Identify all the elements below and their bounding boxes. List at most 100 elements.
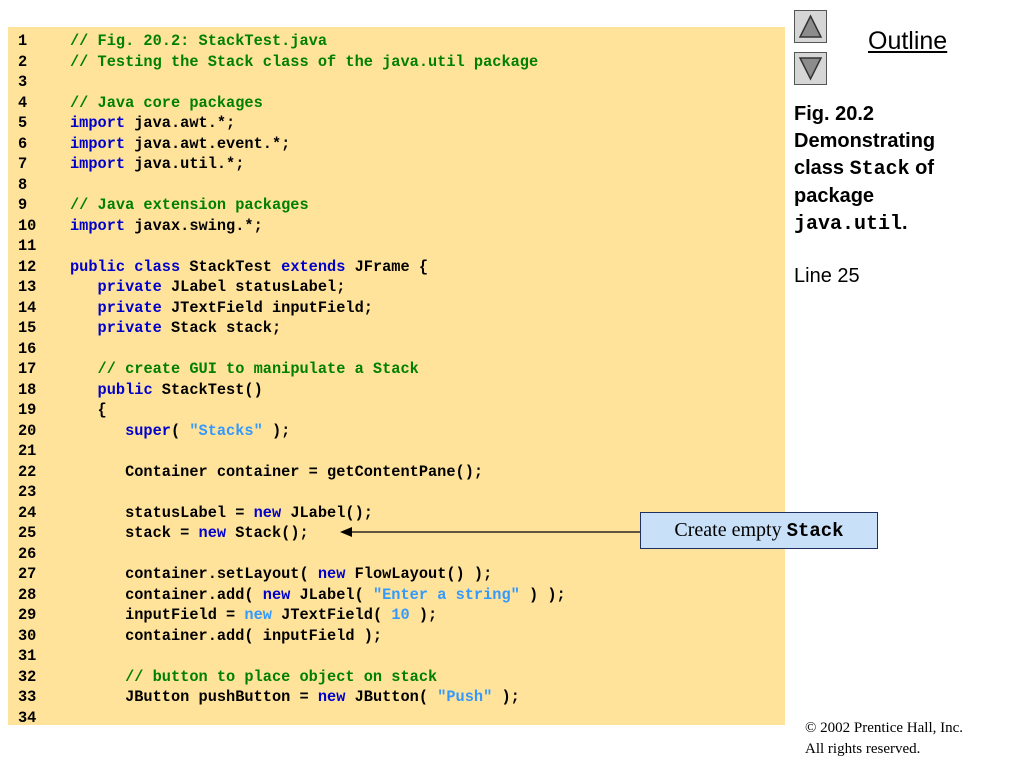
code-text: JButton pushButton = new JButton( "Push"… (70, 687, 520, 707)
line-number: 26 (18, 544, 37, 563)
line-number: 17 (18, 360, 37, 378)
code-text: private JTextField inputField; (70, 298, 373, 318)
callout-box: Create empty Stack (640, 512, 878, 549)
code-token (70, 360, 98, 378)
code-token: private (97, 298, 162, 317)
code-token: // create GUI to manipulate a Stack (97, 360, 419, 378)
caption-fig-number: Fig. 20.2 (794, 103, 875, 125)
line-number: 9 (18, 196, 28, 214)
code-line: 13 private JLabel statusLabel; (8, 277, 785, 297)
code-token: statusLabel = (70, 503, 254, 522)
caption-text: class (794, 157, 850, 179)
line-number: 27 (18, 565, 37, 583)
code-line: 1 // Fig. 20.2: StackTest.java (8, 31, 785, 51)
code-token: ( (170, 421, 190, 440)
code-line: 29 inputField = new JTextField( 10 ); (8, 605, 785, 625)
code-token: container.add( (70, 585, 263, 604)
code-token: import (70, 114, 126, 132)
line-number: 1 (18, 32, 28, 50)
code-token: stack = (70, 524, 199, 542)
code-token: 10 (391, 606, 410, 624)
code-token: Container container = getContentPane(); (70, 462, 484, 481)
code-token (70, 319, 98, 337)
code-text: // Java core packages (70, 93, 263, 113)
code-text: statusLabel = new JLabel(); (70, 503, 373, 523)
code-token: inputField = (70, 606, 245, 624)
caption-code: java.util (794, 213, 903, 236)
code-token: private (97, 319, 162, 337)
code-token: JTextField( (271, 606, 392, 624)
code-token: ); (492, 688, 520, 706)
code-line: 30 container.add( inputField ); (8, 626, 785, 646)
code-text: private JLabel statusLabel; (70, 277, 346, 297)
code-line: 27 container.setLayout( new FlowLayout()… (8, 564, 785, 584)
code-text: container.setLayout( new FlowLayout() ); (70, 564, 492, 584)
code-line: 24 statusLabel = new JLabel(); (8, 503, 785, 523)
code-token: java.util.*; (125, 155, 245, 173)
code-line: 8 (8, 175, 785, 195)
code-token: public class (70, 257, 181, 276)
code-line: 7 import java.util.*; (8, 154, 785, 174)
code-token: // Java core packages (70, 93, 263, 112)
previous-slide-button[interactable] (794, 10, 827, 43)
code-line: 22 Container container = getContentPane(… (8, 462, 785, 482)
line-number: 25 (18, 524, 37, 542)
line-number: 14 (18, 298, 37, 317)
code-token: JLabel statusLabel; (161, 278, 346, 296)
line-number: 2 (18, 52, 28, 71)
code-token: FlowLayout() ); (345, 565, 493, 583)
code-text: container.add( inputField ); (70, 626, 382, 646)
code-line: 28 container.add( new JLabel( "Enter a s… (8, 585, 785, 605)
code-token: // button to place object on stack (125, 667, 438, 686)
code-line: 17 // create GUI to manipulate a Stack (8, 359, 785, 379)
caption-text: . (902, 212, 908, 234)
triangle-up-icon (798, 14, 823, 38)
code-token: new (317, 688, 346, 706)
line-number: 33 (18, 688, 37, 706)
code-token: javax.swing.*; (125, 216, 263, 235)
code-line: 16 (8, 339, 785, 359)
code-text: // Java extension packages (70, 195, 309, 215)
code-line: 14 private JTextField inputField; (8, 298, 785, 318)
code-token: StackTest (180, 257, 282, 276)
rights-text: All rights reserved. (805, 741, 921, 757)
code-token: Stack(); (226, 524, 309, 542)
code-token: import (70, 134, 126, 153)
code-token: JButton( (345, 688, 438, 706)
code-token (70, 422, 125, 440)
line-number: 10 (18, 216, 37, 235)
code-token (70, 381, 98, 399)
code-token: "Stacks" (189, 421, 263, 440)
code-line: 6 import java.awt.event.*; (8, 134, 785, 154)
callout-arrow (340, 527, 640, 537)
code-line: 31 (8, 646, 785, 666)
code-token: JTextField inputField; (161, 298, 373, 317)
next-slide-button[interactable] (794, 52, 827, 85)
code-token (70, 278, 98, 296)
code-text: import java.util.*; (70, 154, 244, 174)
code-line: 18 public StackTest() (8, 380, 785, 400)
code-text: { (70, 400, 107, 420)
code-line: 11 (8, 236, 785, 256)
line-number: 20 (18, 421, 37, 440)
triangle-down-icon (798, 57, 823, 81)
code-token: import (70, 155, 126, 173)
line-number: 8 (18, 175, 28, 194)
code-token: container.add( inputField ); (70, 626, 383, 645)
callout-code: Stack (786, 520, 844, 542)
caption-code: Stack (849, 158, 910, 181)
code-token: "Push" (437, 688, 493, 706)
code-line: 20 super( "Stacks" ); (8, 421, 785, 441)
outline-link[interactable]: Outline (868, 27, 948, 55)
code-token: java.awt.event.*; (125, 134, 291, 153)
code-token: // Java extension packages (70, 196, 309, 214)
code-token: JLabel( (290, 585, 373, 604)
line-number: 7 (18, 155, 28, 173)
code-token: // Fig. 20.2: StackTest.java (70, 32, 328, 50)
code-token: import (70, 216, 126, 235)
code-token: new (198, 524, 227, 542)
code-token: container.setLayout( (70, 565, 318, 583)
line-number: 6 (18, 134, 28, 153)
